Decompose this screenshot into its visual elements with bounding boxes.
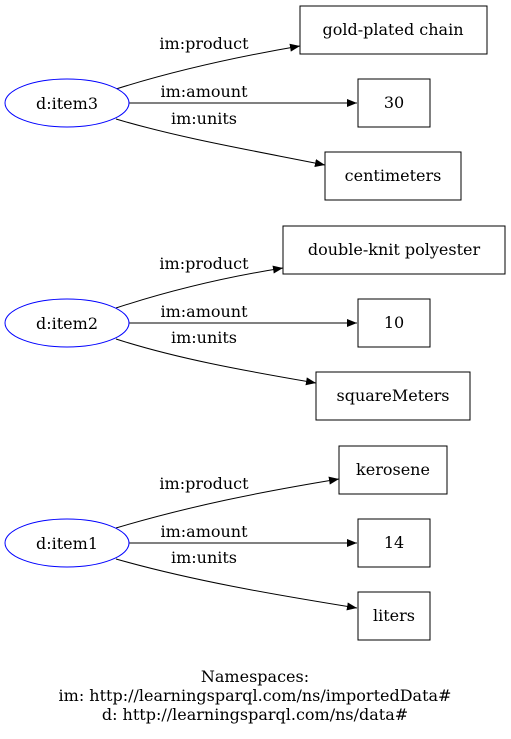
object-label-units: liters — [373, 606, 415, 625]
edge-product — [115, 476, 340, 529]
edge-label-amount: im:amount — [160, 302, 248, 321]
object-node-amount[interactable] — [357, 298, 431, 348]
object-label-amount: 14 — [384, 533, 404, 552]
group-item3: im:product im:amount im:units d:item3 go… — [4, 5, 488, 201]
namespace-d: d: http://learningsparql.com/ns/data# — [102, 705, 408, 724]
object-node-amount[interactable] — [357, 78, 431, 128]
namespace-im: im: http://learningsparql.com/ns/importe… — [59, 686, 452, 705]
subject-label: d:item1 — [36, 534, 98, 553]
object-label-units: centimeters — [345, 166, 442, 185]
object-node-units[interactable] — [357, 591, 431, 641]
subject-label: d:item3 — [36, 94, 98, 113]
subject-node[interactable] — [4, 298, 130, 348]
namespaces-legend: Namespaces: im: http://learningsparql.co… — [59, 667, 452, 724]
namespaces-title: Namespaces: — [201, 667, 309, 686]
object-node-product[interactable] — [299, 5, 488, 55]
subject-node[interactable] — [4, 78, 130, 128]
edge-label-units: im:units — [171, 109, 237, 128]
edge-label-amount: im:amount — [160, 522, 248, 541]
edge-label-units: im:units — [171, 328, 237, 347]
object-node-units[interactable] — [324, 151, 462, 201]
edge-units — [115, 558, 358, 611]
object-node-product[interactable] — [338, 445, 448, 495]
edge-label-product: im:product — [159, 254, 249, 273]
subject-label: d:item2 — [36, 314, 98, 333]
subject-node[interactable] — [4, 518, 130, 568]
group-item1: im:product im:amount im:units d:item1 ke… — [4, 445, 448, 641]
object-label-units: squareMeters — [336, 386, 449, 405]
edge-label-amount: im:amount — [160, 82, 248, 101]
edge-label-units: im:units — [171, 548, 237, 567]
group-item2: im:product im:amount im:units d:item2 do… — [4, 225, 506, 421]
object-node-units[interactable] — [315, 371, 471, 421]
object-label-product: double-knit polyester — [308, 240, 481, 259]
object-label-product: gold-plated chain — [323, 20, 464, 39]
edge-units — [115, 118, 326, 167]
edge-product — [115, 43, 301, 90]
edge-product — [115, 265, 284, 309]
object-node-product[interactable] — [282, 225, 506, 275]
edge-label-product: im:product — [159, 34, 249, 53]
object-label-product: kerosene — [356, 460, 430, 479]
object-label-amount: 30 — [384, 93, 404, 112]
object-node-amount[interactable] — [357, 518, 431, 568]
edge-units — [115, 338, 317, 386]
object-label-amount: 10 — [384, 313, 404, 332]
edge-label-product: im:product — [159, 474, 249, 493]
